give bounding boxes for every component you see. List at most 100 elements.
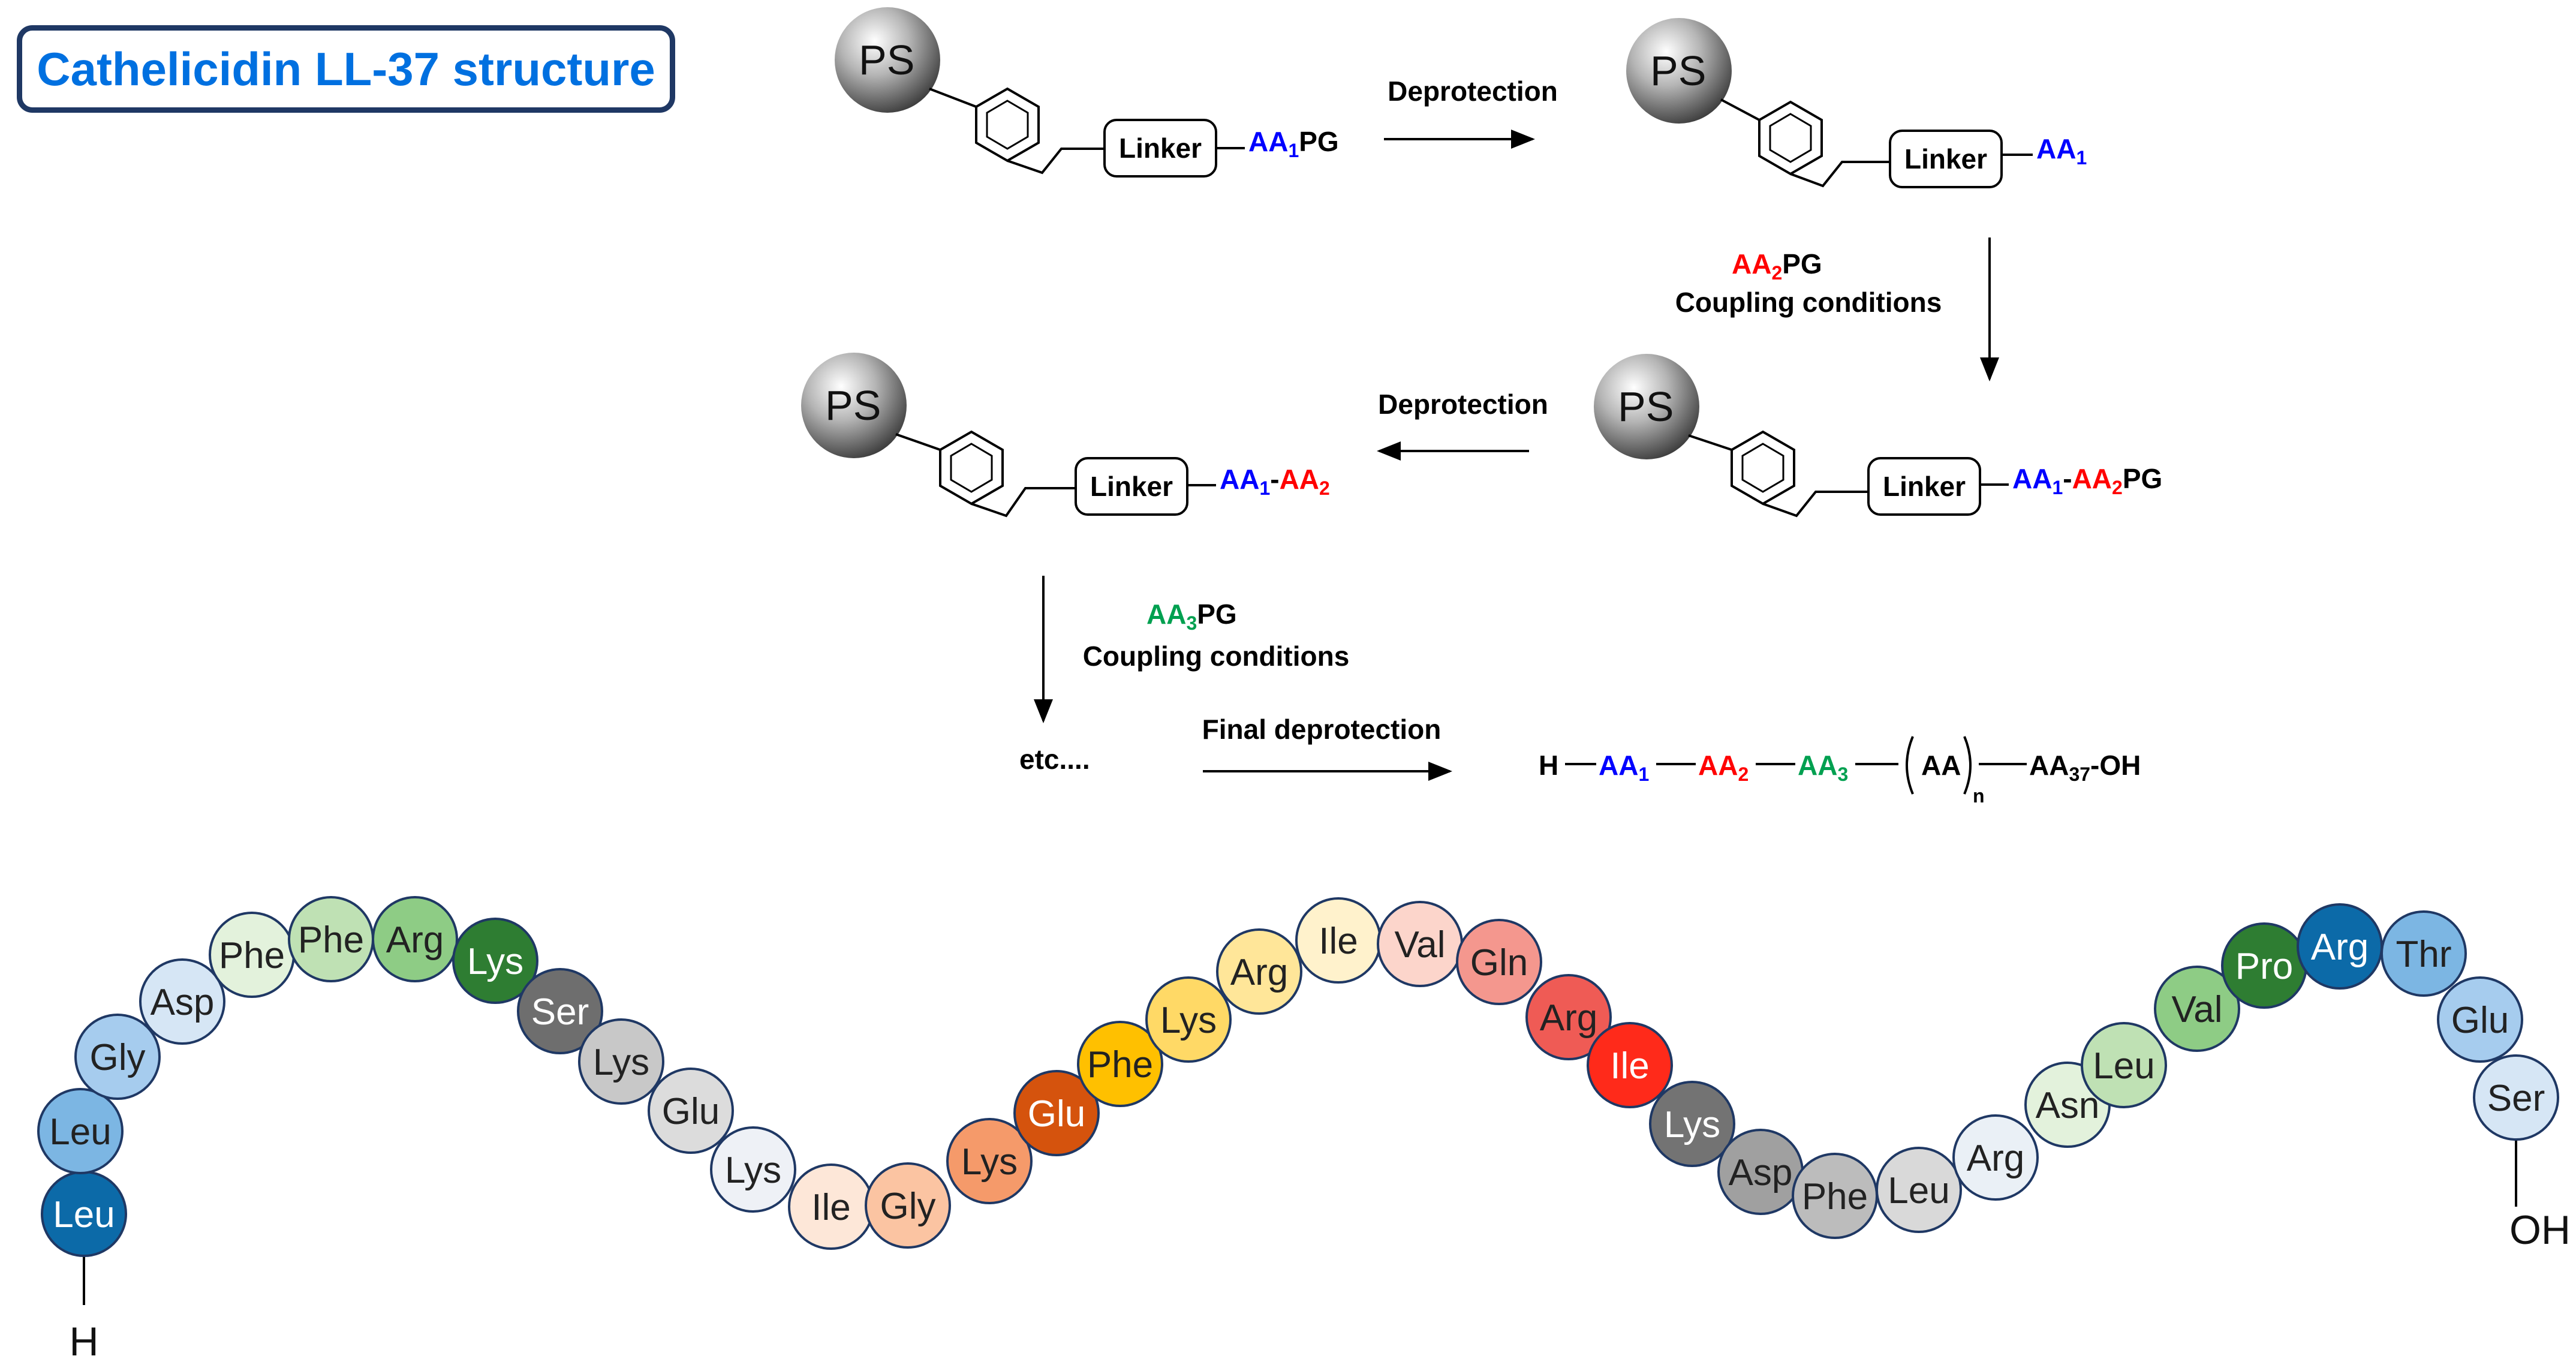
residue-label: Ser: [2487, 1078, 2545, 1119]
bracket-right: [1963, 736, 1972, 795]
residue-bead: [1525, 974, 1612, 1060]
coupling-conditions-1: Coupling conditions: [1675, 287, 1942, 318]
residue-21-val: Val: [1377, 901, 1463, 987]
residue-label: Arg: [1540, 997, 1597, 1039]
formula-aa1: AA1: [1599, 750, 1649, 785]
residue-36-glu: Glu: [2437, 976, 2523, 1063]
aa1-label: AA1: [2036, 133, 2087, 169]
residue-11-glu: Glu: [648, 1068, 734, 1154]
residue-label: Phe: [298, 919, 364, 961]
residue-29-arg: Arg: [1952, 1114, 2039, 1201]
residue-bead: [710, 1126, 796, 1213]
residue-label: Asn: [2036, 1085, 2100, 1126]
aa1-aa2-label: AA1-AA2: [1220, 464, 1330, 499]
residue-label: Asp: [151, 982, 215, 1023]
residue-5-phe: Phe: [209, 912, 295, 998]
residue-bead: [372, 896, 458, 982]
formula-n-subscript: n: [1973, 785, 1985, 807]
residue-bead: [865, 1162, 951, 1249]
formula-aa3: AA3: [1798, 750, 1848, 785]
residue-label: Ile: [1610, 1045, 1649, 1087]
step-deprotection-2: Deprotection: [1378, 389, 1548, 420]
residue-label: Glu: [662, 1091, 720, 1132]
bead-label: PS: [859, 37, 914, 83]
residue-bead: [2381, 910, 2467, 997]
residue-label: Lys: [725, 1150, 781, 1191]
residue-bead: [37, 1088, 124, 1174]
residue-label: Arg: [1230, 952, 1288, 993]
residue-label: Leu: [2093, 1045, 2154, 1087]
residue-label: Val: [1394, 924, 1445, 966]
residue-20-ile: Ile: [1295, 897, 1382, 984]
residue-26-asp: Asp: [1717, 1129, 1804, 1215]
final-peptide-formula: H AA1 AA2 AA3 AA n AA37-OH: [1539, 736, 2141, 807]
residue-33-pro: Pro: [2221, 922, 2307, 1009]
residue-25-lys: Lys: [1649, 1081, 1735, 1167]
residue-label: Pro: [2235, 946, 2293, 987]
residue-bead: [74, 1014, 161, 1100]
residue-4-asp: Asp: [139, 958, 225, 1045]
resin-construct-4: PS Linker AA1-AA2: [801, 353, 1330, 518]
residue-9-ser: Ser: [517, 968, 603, 1054]
residue-label: Ile: [1319, 921, 1358, 962]
diagram-title: Cathelicidin LL-37 structure: [37, 42, 655, 95]
polystyrene-bead: [1626, 18, 1732, 124]
residue-35-thr: Thr: [2381, 910, 2467, 997]
step-deprotection-1: Deprotection: [1388, 76, 1558, 107]
residue-bead: [1216, 928, 1302, 1015]
residue-23-arg: Arg: [1525, 974, 1612, 1060]
residue-label: Lys: [961, 1141, 1018, 1183]
residue-label: Leu: [53, 1194, 115, 1235]
residue-label: Lys: [593, 1042, 649, 1083]
linker-label: Linker: [1090, 471, 1173, 502]
residue-label: Val: [2171, 989, 2222, 1030]
residue-label: Gly: [880, 1186, 936, 1227]
residue-32-val: Val: [2154, 966, 2240, 1052]
linker-label: Linker: [1883, 471, 1966, 502]
aa1-pg-label: AA1PG: [1248, 126, 1339, 161]
c-terminus-label: OH: [2509, 1207, 2571, 1253]
residue-bead: [1649, 1081, 1735, 1167]
linker-box: [1867, 457, 1981, 516]
residue-18-lys: Lys: [1145, 976, 1232, 1063]
resin-construct-3: PS Linker AA1-AA2PG: [1594, 354, 2162, 518]
residue-bead: [2437, 976, 2523, 1063]
residue-15-lys: Lys: [946, 1118, 1033, 1204]
title-box: Cathelicidin LL-37 structure: [17, 25, 675, 113]
residue-label: Glu: [1028, 1093, 1085, 1135]
coupling-conditions-2: Coupling conditions: [1083, 641, 1350, 672]
polystyrene-bead: [801, 353, 907, 458]
residue-37-ser: Ser: [2473, 1054, 2559, 1141]
reagent-aa2-pg: AA2PG: [1732, 248, 1822, 284]
bracket-left: [1906, 736, 1914, 795]
residue-label: Leu: [1888, 1170, 1949, 1211]
aa1-aa2-pg-label: AA1-AA2PG: [2012, 463, 2162, 498]
residue-label: Phe: [1802, 1176, 1868, 1217]
formula-aa2: AA2: [1698, 750, 1749, 785]
n-terminus-label: H: [69, 1319, 98, 1364]
polystyrene-bead: [1594, 354, 1699, 459]
residue-label: Glu: [2451, 1000, 2509, 1041]
residue-bead: [578, 1018, 664, 1105]
residue-bead: [517, 968, 603, 1054]
bead-label: PS: [825, 382, 881, 429]
residue-34-arg: Arg: [2297, 903, 2383, 990]
residue-6-phe: Phe: [288, 896, 374, 982]
residue-bead: [2154, 966, 2240, 1052]
residue-label: Ser: [531, 991, 589, 1033]
resin-construct-2: PS Linker AA1: [1626, 18, 2087, 188]
residue-16-glu: Glu: [1013, 1070, 1100, 1156]
residue-bead: [2081, 1022, 2167, 1108]
residue-label: Leu: [49, 1111, 111, 1153]
residue-28-leu: Leu: [1876, 1147, 1962, 1233]
residue-label: Arg: [386, 919, 444, 961]
residue-label: Gln: [1470, 942, 1528, 984]
residue-bead: [1456, 919, 1542, 1005]
residue-bead: [1013, 1070, 1100, 1156]
residue-label: Phe: [1087, 1044, 1153, 1086]
residue-31-leu: Leu: [2081, 1022, 2167, 1108]
residue-1-leu: Leu: [41, 1171, 127, 1257]
residue-bead: [1587, 1022, 1673, 1108]
linker-label: Linker: [1904, 143, 1987, 175]
residue-label: Lys: [1664, 1104, 1720, 1145]
